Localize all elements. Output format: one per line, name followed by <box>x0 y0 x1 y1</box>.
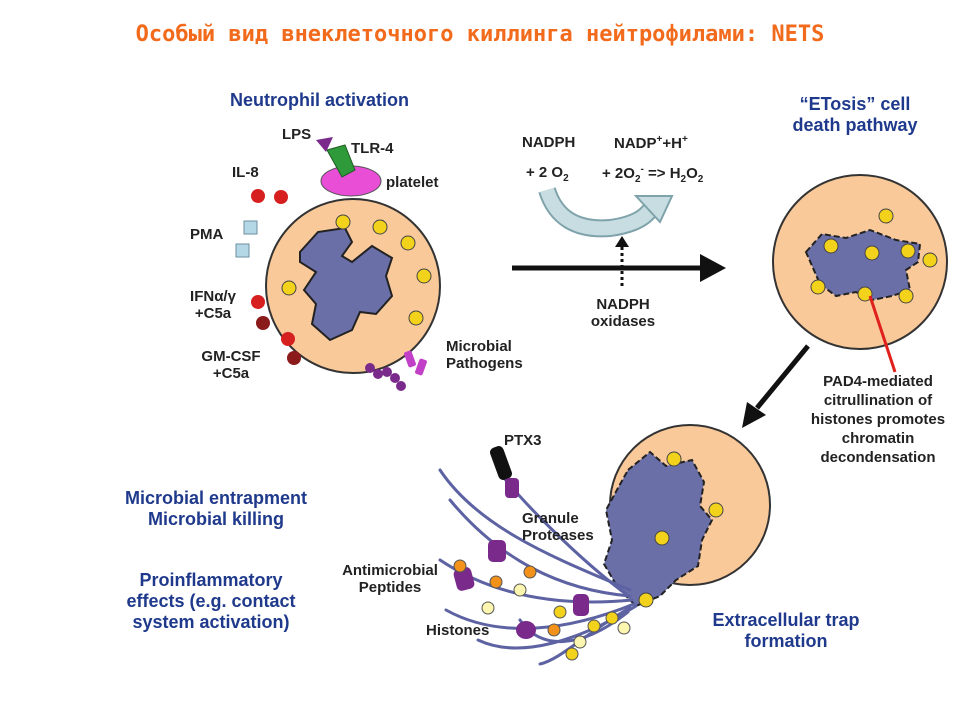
nadp-right-label: NADP++H+ <box>614 134 688 152</box>
pad4-line4: chromatin <box>841 430 915 447</box>
nadp-h-sup: + <box>681 134 688 145</box>
gmcsf-dots <box>281 332 301 365</box>
etosis-line1: “ETosis” cell <box>799 94 911 114</box>
etosis-cell <box>772 174 948 373</box>
gmcsf-label: GM-CSF +C5a <box>186 348 276 382</box>
antimicrobial-label: Antimicrobial Peptides <box>330 562 450 596</box>
antimicrobial-line1: Antimicrobial <box>342 562 438 579</box>
proinflammatory-line2: effects (e.g. contact <box>126 591 296 611</box>
gmcsf-label-line2: +C5a <box>212 365 250 382</box>
granule <box>281 280 297 296</box>
rr-sup: - <box>640 164 644 175</box>
granule <box>400 235 416 251</box>
neutrophil-cell <box>265 198 441 374</box>
proinflammatory-line3: system activation) <box>132 612 290 632</box>
trap-line1: Extracellular trap <box>712 610 860 630</box>
pad4-label: PAD4-mediated citrullination of histones… <box>796 372 960 467</box>
etosis-label: “ETosis” cell death pathway <box>760 94 950 136</box>
gmcsf-label-line1: GM-CSF <box>201 348 261 365</box>
o2-left-label: + 2 O2 <box>526 164 569 184</box>
rr-text2: => H <box>643 165 681 182</box>
pma-label: PMA <box>190 226 224 243</box>
nadp-sup: + <box>656 134 663 145</box>
rr-text3: O <box>686 165 698 182</box>
granule <box>372 219 388 235</box>
nadph-oxidases-line1: NADPH <box>596 296 650 313</box>
il8-dots <box>251 189 288 204</box>
ptx3-label: PTX3 <box>504 432 542 449</box>
platelet-label: platelet <box>386 174 439 191</box>
o2-left-sub: 2 <box>563 173 569 184</box>
nadph-oxidases-label: NADPH oxidases <box>578 296 668 330</box>
nadp-h-text: +H <box>662 135 682 152</box>
rr-sub3: 2 <box>697 174 704 185</box>
extracellular-trap-cell <box>602 424 771 608</box>
o2-left-text: + 2 O <box>526 164 564 181</box>
granule <box>408 310 424 326</box>
il8-label: IL-8 <box>232 164 259 181</box>
ifn-label-line2: +C5a <box>194 305 232 322</box>
rr-sub2: 2 <box>680 174 687 185</box>
granule-proteases-label: Granule Proteases <box>522 510 594 544</box>
nadp-text: NADP <box>614 135 657 152</box>
neutrophil-activation-label: Neutrophil activation <box>230 90 410 110</box>
lps-label: LPS <box>282 126 312 143</box>
rr-text1: + 2O <box>602 165 635 182</box>
granule <box>416 268 432 284</box>
ifn-label: IFNα/γ +C5a <box>168 288 258 322</box>
killing-line: Microbial killing <box>147 509 285 529</box>
trap-formation-label: Extracellular trap formation <box>686 610 886 652</box>
net-proteins <box>453 446 631 661</box>
microbial-pathogens-line2: Pathogens <box>446 355 523 372</box>
microbial-pathogens-label: Microbial Pathogens <box>446 338 523 372</box>
pad4-pointer <box>868 295 897 373</box>
trap-line2: formation <box>744 631 828 651</box>
reaction-arrow <box>538 186 674 238</box>
pad4-line2: citrullination of <box>823 392 933 409</box>
reaction-right-label: + 2O2- => H2O2 <box>602 164 703 185</box>
entrapment-line: Microbial entrapment <box>124 488 308 508</box>
pad4-line5: decondensation <box>820 449 936 466</box>
antimicrobial-line2: Peptides <box>358 579 422 596</box>
microbial-pathogens-line1: Microbial <box>446 338 512 355</box>
tlr4-receptor <box>326 144 356 178</box>
ifn-label-line1: IFNα/γ <box>190 288 236 305</box>
slide-title: Особый вид внеклеточного киллинга нейтро… <box>135 22 825 47</box>
granule-line2: Proteases <box>522 527 594 544</box>
granule-line1: Granule <box>522 510 579 527</box>
pad4-line1: PAD4-mediated <box>823 373 933 390</box>
pma-squares <box>235 220 258 258</box>
arrow-etosis-to-trap <box>755 344 810 410</box>
rr-sub1: 2 <box>634 174 641 185</box>
ifn-dots <box>251 295 270 330</box>
entrapment-label: Microbial entrapment Microbial killing <box>96 488 336 530</box>
granule <box>335 214 351 230</box>
microbial-pathogens <box>365 350 427 391</box>
lps-shape <box>316 137 333 152</box>
tlr4-label: TLR-4 <box>351 140 394 157</box>
nadph-left-label: NADPH <box>522 134 576 151</box>
histones-label: Histones <box>426 622 490 639</box>
pad4-line3: histones promotes <box>810 411 946 428</box>
etosis-line2: death pathway <box>792 115 918 135</box>
neutrophil-nucleus <box>299 226 394 342</box>
nadph-oxidases-line2: oxidases <box>590 313 656 330</box>
proinflammatory-label: Proinflammatory effects (e.g. contact sy… <box>96 570 326 633</box>
proinflammatory-line1: Proinflammatory <box>139 570 283 590</box>
